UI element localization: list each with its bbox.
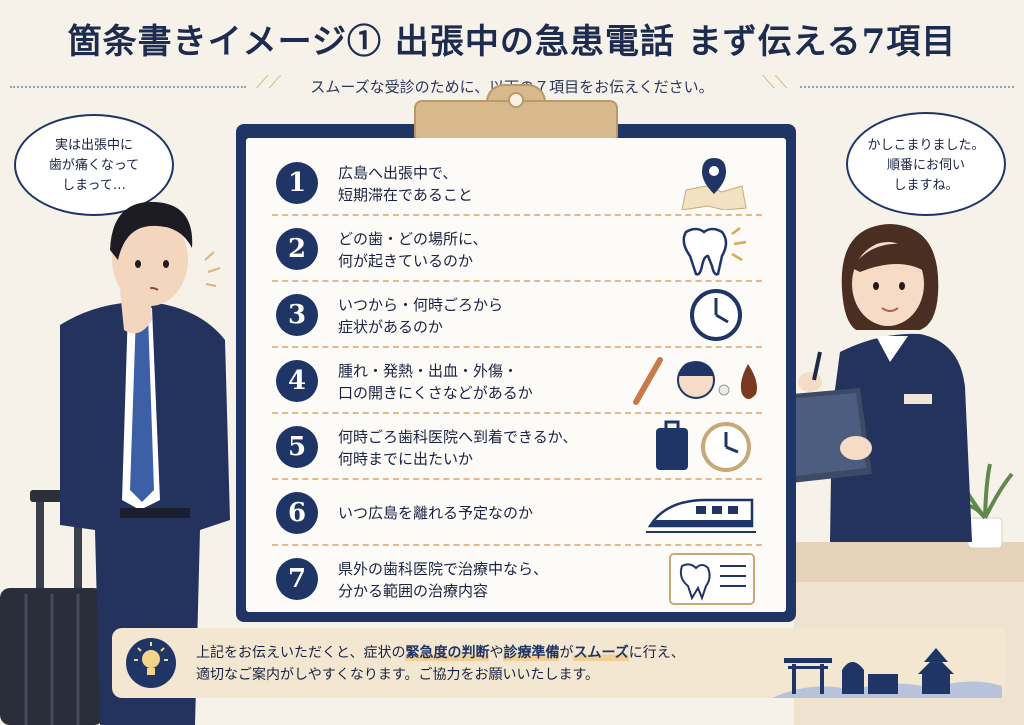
list-item: 2 どの歯・どの場所に、 何が起きているのか bbox=[272, 216, 762, 282]
item-number: 1 bbox=[276, 162, 318, 204]
list-item: 7 県外の歯科医院で治療中なら、 分かる範囲の治療内容 bbox=[272, 546, 762, 612]
item-number: 7 bbox=[276, 558, 318, 600]
item-text: 県外の歯科医院で治療中なら、 分かる範囲の治療内容 bbox=[338, 558, 668, 602]
item-line: いつ広島を離れる予定なのか bbox=[338, 504, 534, 522]
item-line: 何時までに出たいか bbox=[338, 450, 474, 468]
bubble-line: 実は出張中に bbox=[54, 138, 133, 153]
list-item: 3 いつから・何時ごろから 症状があるのか bbox=[272, 282, 762, 348]
banner-highlight: 緊急度の判断 bbox=[405, 645, 490, 661]
item-line: 分かる範囲の治療内容 bbox=[338, 582, 489, 600]
item-line: 何時ごろ歯科医院へ到着できるか、 bbox=[338, 428, 578, 446]
item-number: 3 bbox=[276, 294, 318, 336]
banner-line-1: 上記をお伝えいただくと、症状の緊急度の判断や診療準備がスムーズに行え、 bbox=[196, 642, 796, 664]
checklist-paper: 1 広島へ出張中で、 短期滞在であること 2 どの歯・どの場所に、 何が起きてい… bbox=[246, 138, 786, 612]
item-text: いつ広島を離れる予定なのか bbox=[338, 502, 668, 524]
banner-plain: に行え、 bbox=[628, 645, 685, 661]
banner-line-2: 適切なご案内がしやすくなります。ご協力をお願いいたします。 bbox=[196, 667, 600, 683]
item-number: 2 bbox=[276, 228, 318, 270]
dotted-rule-left bbox=[10, 86, 246, 88]
item-line: 何が起きているのか bbox=[338, 252, 474, 270]
banner-highlight: スムーズ bbox=[573, 645, 629, 661]
banner-highlight: 診療準備 bbox=[503, 645, 560, 661]
bubble-line: 順番にお伺い bbox=[886, 158, 965, 173]
dotted-rule-right bbox=[800, 86, 1014, 88]
checklist-clipboard: 1 広島へ出張中で、 短期滞在であること 2 どの歯・どの場所に、 何が起きてい… bbox=[236, 84, 796, 622]
speech-bubble-receptionist: かしこまりました。 順番にお伺い しますね。 bbox=[846, 112, 1006, 216]
list-item: 6 いつ広島を離れる予定なのか bbox=[272, 480, 762, 546]
symptoms-icon bbox=[633, 357, 757, 405]
item-number: 6 bbox=[276, 492, 318, 534]
sparkle-right-icon: ⟍⟍ bbox=[762, 72, 788, 93]
bubble-line: しますね。 bbox=[893, 178, 959, 193]
item-line: 症状があるのか bbox=[338, 318, 444, 336]
info-banner: 上記をお伝えいただくと、症状の緊急度の判断や診療準備がスムーズに行え、 適切なご… bbox=[112, 628, 1006, 698]
item-number: 4 bbox=[276, 360, 318, 402]
speech-bubble-patient: 実は出張中に 歯が痛くなって しまって… bbox=[14, 114, 174, 216]
bullet-train-icon bbox=[646, 498, 756, 533]
dental-record-icon bbox=[669, 553, 755, 605]
banner-plain: や bbox=[489, 645, 504, 661]
item-text: 腫れ・発熱・出血・外傷・ 口の開きにくさなどがあるか bbox=[338, 360, 668, 404]
suitcase-clock-icon bbox=[656, 420, 751, 472]
tooth-pain-icon bbox=[682, 227, 747, 276]
item-line: 腫れ・発熱・出血・外傷・ bbox=[338, 362, 519, 380]
banner-plain: が bbox=[559, 645, 574, 661]
item-line: 口の開きにくさなどがあるか bbox=[338, 384, 533, 402]
map-pin-icon bbox=[681, 158, 747, 210]
lightbulb-icon bbox=[126, 638, 176, 688]
page-title: 箇条書きイメージ① 出張中の急患電話 まず伝える7項目 bbox=[67, 22, 957, 62]
banner-plain: 上記をお伝えいただくと、症状の bbox=[196, 645, 406, 661]
clock-icon bbox=[690, 289, 742, 341]
item-line: どの歯・どの場所に、 bbox=[338, 230, 488, 248]
clip-hole bbox=[508, 92, 524, 108]
sparkle-left-icon: ⟋⟋ bbox=[256, 72, 282, 93]
item-text: 広島へ出張中で、 短期滞在であること bbox=[338, 162, 668, 206]
item-text: どの歯・どの場所に、 何が起きているのか bbox=[338, 228, 668, 272]
businessman-illustration bbox=[0, 201, 230, 725]
item-text: 何時ごろ歯科医院へ到着できるか、 何時までに出たいか bbox=[338, 426, 668, 470]
item-text: いつから・何時ごろから 症状があるのか bbox=[338, 294, 668, 338]
item-line: いつから・何時ごろから bbox=[338, 296, 504, 314]
hiroshima-skyline-illustration bbox=[772, 648, 1002, 698]
bubble-line: しまって… bbox=[62, 178, 126, 193]
bubble-line: 歯が痛くなって bbox=[48, 158, 140, 173]
list-item: 5 何時ごろ歯科医院へ到着できるか、 何時までに出たいか bbox=[272, 414, 762, 480]
banner-text: 上記をお伝えいただくと、症状の緊急度の判断や診療準備がスムーズに行え、 適切なご… bbox=[196, 642, 796, 686]
list-item: 1 広島へ出張中で、 短期滞在であること bbox=[272, 150, 762, 216]
item-number: 5 bbox=[276, 426, 318, 468]
item-line: 短期滞在であること bbox=[338, 186, 473, 204]
list-item: 4 腫れ・発熱・出血・外傷・ 口の開きにくさなどがあるか bbox=[272, 348, 762, 414]
item-line: 広島へ出張中で、 bbox=[338, 164, 458, 182]
item-line: 県外の歯科医院で治療中なら、 bbox=[338, 560, 549, 578]
bubble-line: かしこまりました。 bbox=[867, 138, 985, 153]
